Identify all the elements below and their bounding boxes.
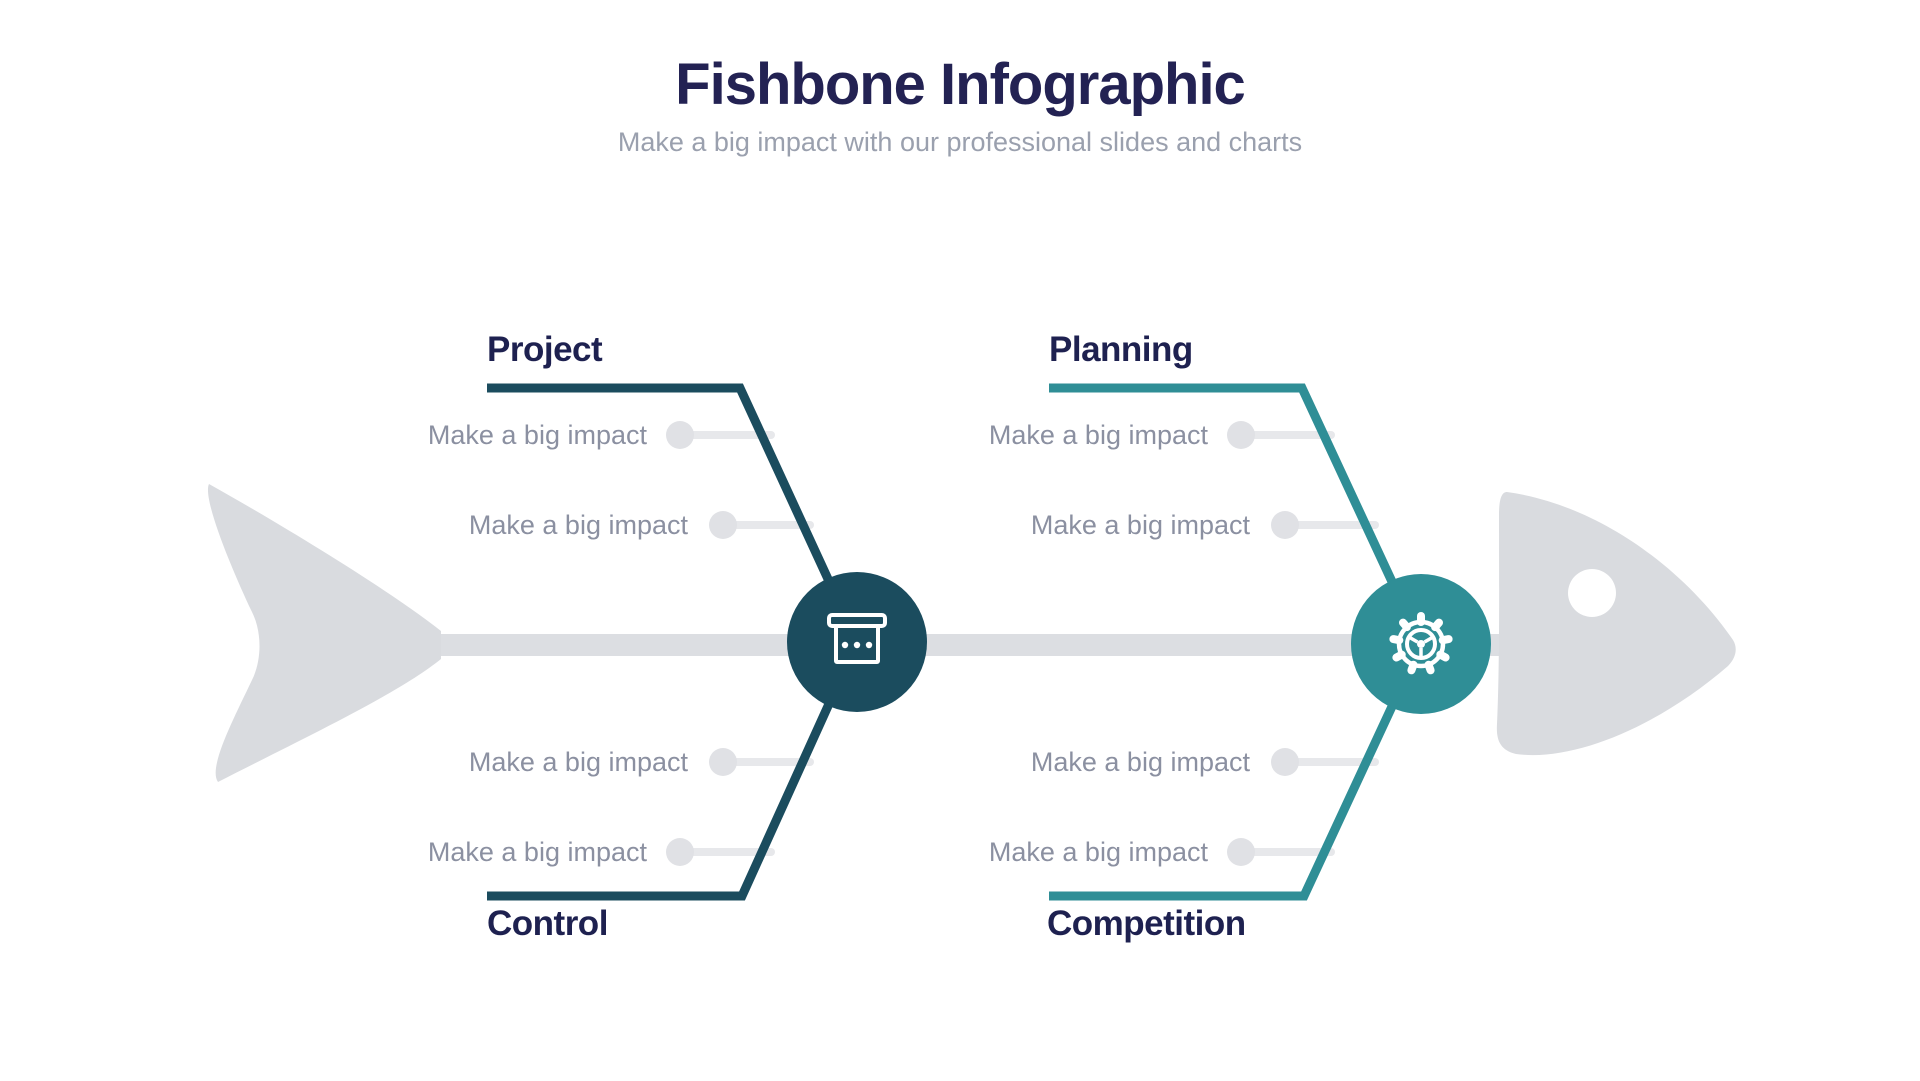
branch-label-project: Project — [487, 330, 603, 369]
connector-dot — [1227, 421, 1255, 449]
connector-dot — [1271, 748, 1299, 776]
connector-dot — [666, 421, 694, 449]
fish-tail-shape — [207, 484, 441, 782]
impact-label: Make a big impact — [427, 837, 647, 867]
connector-dot — [709, 511, 737, 539]
connector-line — [723, 758, 814, 766]
page-title: Fishbone Infographic — [675, 52, 1246, 117]
branch-label-planning: Planning — [1049, 330, 1193, 369]
branch-line-project — [487, 383, 862, 644]
impact-label: Make a big impact — [1030, 510, 1250, 540]
connector-dot — [709, 748, 737, 776]
connector-line — [1241, 848, 1335, 856]
impact-label: Make a big impact — [1030, 747, 1250, 777]
fish-spine — [437, 634, 1515, 656]
impact-label: Make a big impact — [988, 837, 1208, 867]
branch-line-control — [487, 640, 862, 901]
branch-line-competition — [1049, 642, 1426, 901]
impact-label: Make a big impact — [468, 510, 688, 540]
fish-head-shape — [1496, 492, 1736, 756]
connector-dot — [666, 838, 694, 866]
connector-line — [723, 521, 814, 529]
connector-dot — [1271, 511, 1299, 539]
archive-box-icon — [827, 613, 887, 664]
slide-header: Fishbone Infographic Make a big impact w… — [0, 52, 1920, 158]
page-subtitle: Make a big impact with our professional … — [617, 127, 1303, 157]
connector-dot — [1227, 838, 1255, 866]
connector-line — [1241, 431, 1335, 439]
fish-eye — [1568, 569, 1616, 617]
impact-label: Make a big impact — [468, 747, 688, 777]
impact-label: Make a big impact — [988, 420, 1208, 450]
connector-line — [680, 848, 775, 856]
connector-line — [680, 431, 775, 439]
branch-label-control: Control — [487, 904, 608, 943]
steering-gear-icon — [1389, 612, 1453, 675]
connector-line — [1285, 758, 1379, 766]
branch-label-competition: Competition — [1047, 904, 1246, 943]
connector-line — [1285, 521, 1379, 529]
impact-label: Make a big impact — [427, 420, 647, 450]
branch-line-planning — [1049, 383, 1426, 646]
